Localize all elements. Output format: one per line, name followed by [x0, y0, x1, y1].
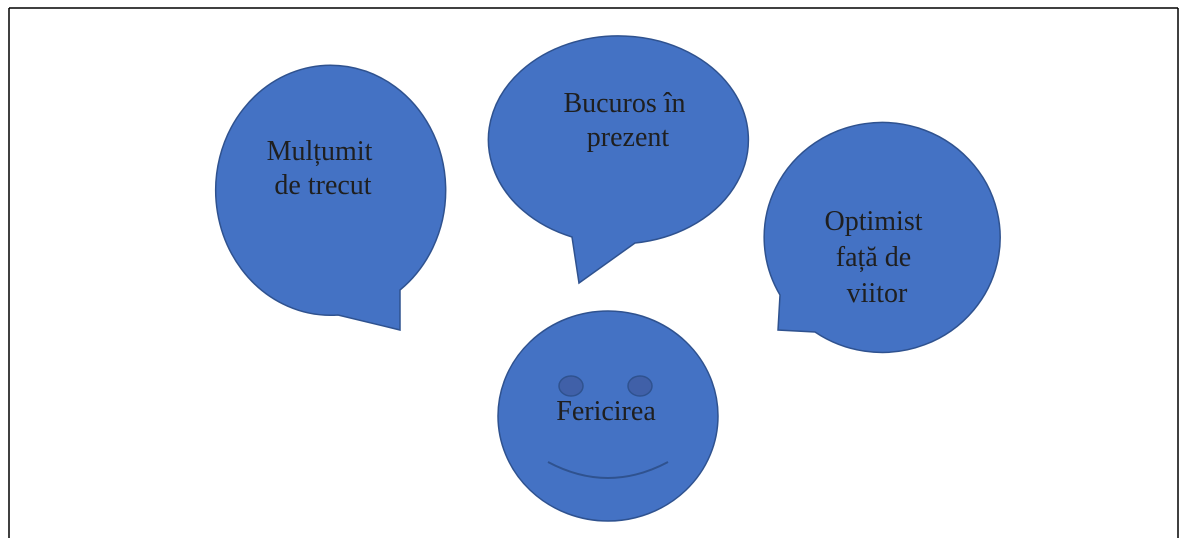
speech-bubble-present: Bucuros în prezent	[487, 35, 750, 285]
smiley-face: Fericirea	[497, 310, 719, 522]
speech-bubble-present-text: Bucuros în prezent	[563, 88, 692, 153]
smiley-right-eye-icon	[627, 375, 653, 397]
speech-bubble-future-line-3: viitor	[847, 278, 908, 309]
speech-bubble-present-line-1: Bucuros în	[563, 88, 685, 119]
speech-bubble-past: Mulțumit de trecut	[214, 64, 447, 331]
speech-bubble-future-text: Optimist față de viitor	[824, 206, 929, 309]
smiley-face-label: Fericirea	[556, 396, 656, 427]
speech-bubble-future-line-1: Optimist	[824, 206, 922, 237]
speech-bubble-past-line-2: de trecut	[274, 170, 371, 201]
speech-bubble-future-shape	[763, 121, 1001, 354]
speech-bubble-past-line-1: Mulțumit	[267, 136, 373, 167]
smiley-face-circle	[497, 310, 719, 522]
smiley-left-eye-icon	[558, 375, 584, 397]
speech-bubble-past-text: Mulțumit de trecut	[267, 136, 380, 201]
speech-bubble-past-shape	[214, 64, 447, 331]
speech-bubble-present-shape	[487, 35, 750, 285]
smiley-mouth-icon	[547, 461, 669, 479]
speech-bubble-future-line-2: față de	[836, 242, 911, 273]
speech-bubble-present-line-2: prezent	[587, 122, 670, 153]
page-border	[8, 7, 1179, 538]
speech-bubble-future: Optimist față de viitor	[763, 121, 1001, 354]
